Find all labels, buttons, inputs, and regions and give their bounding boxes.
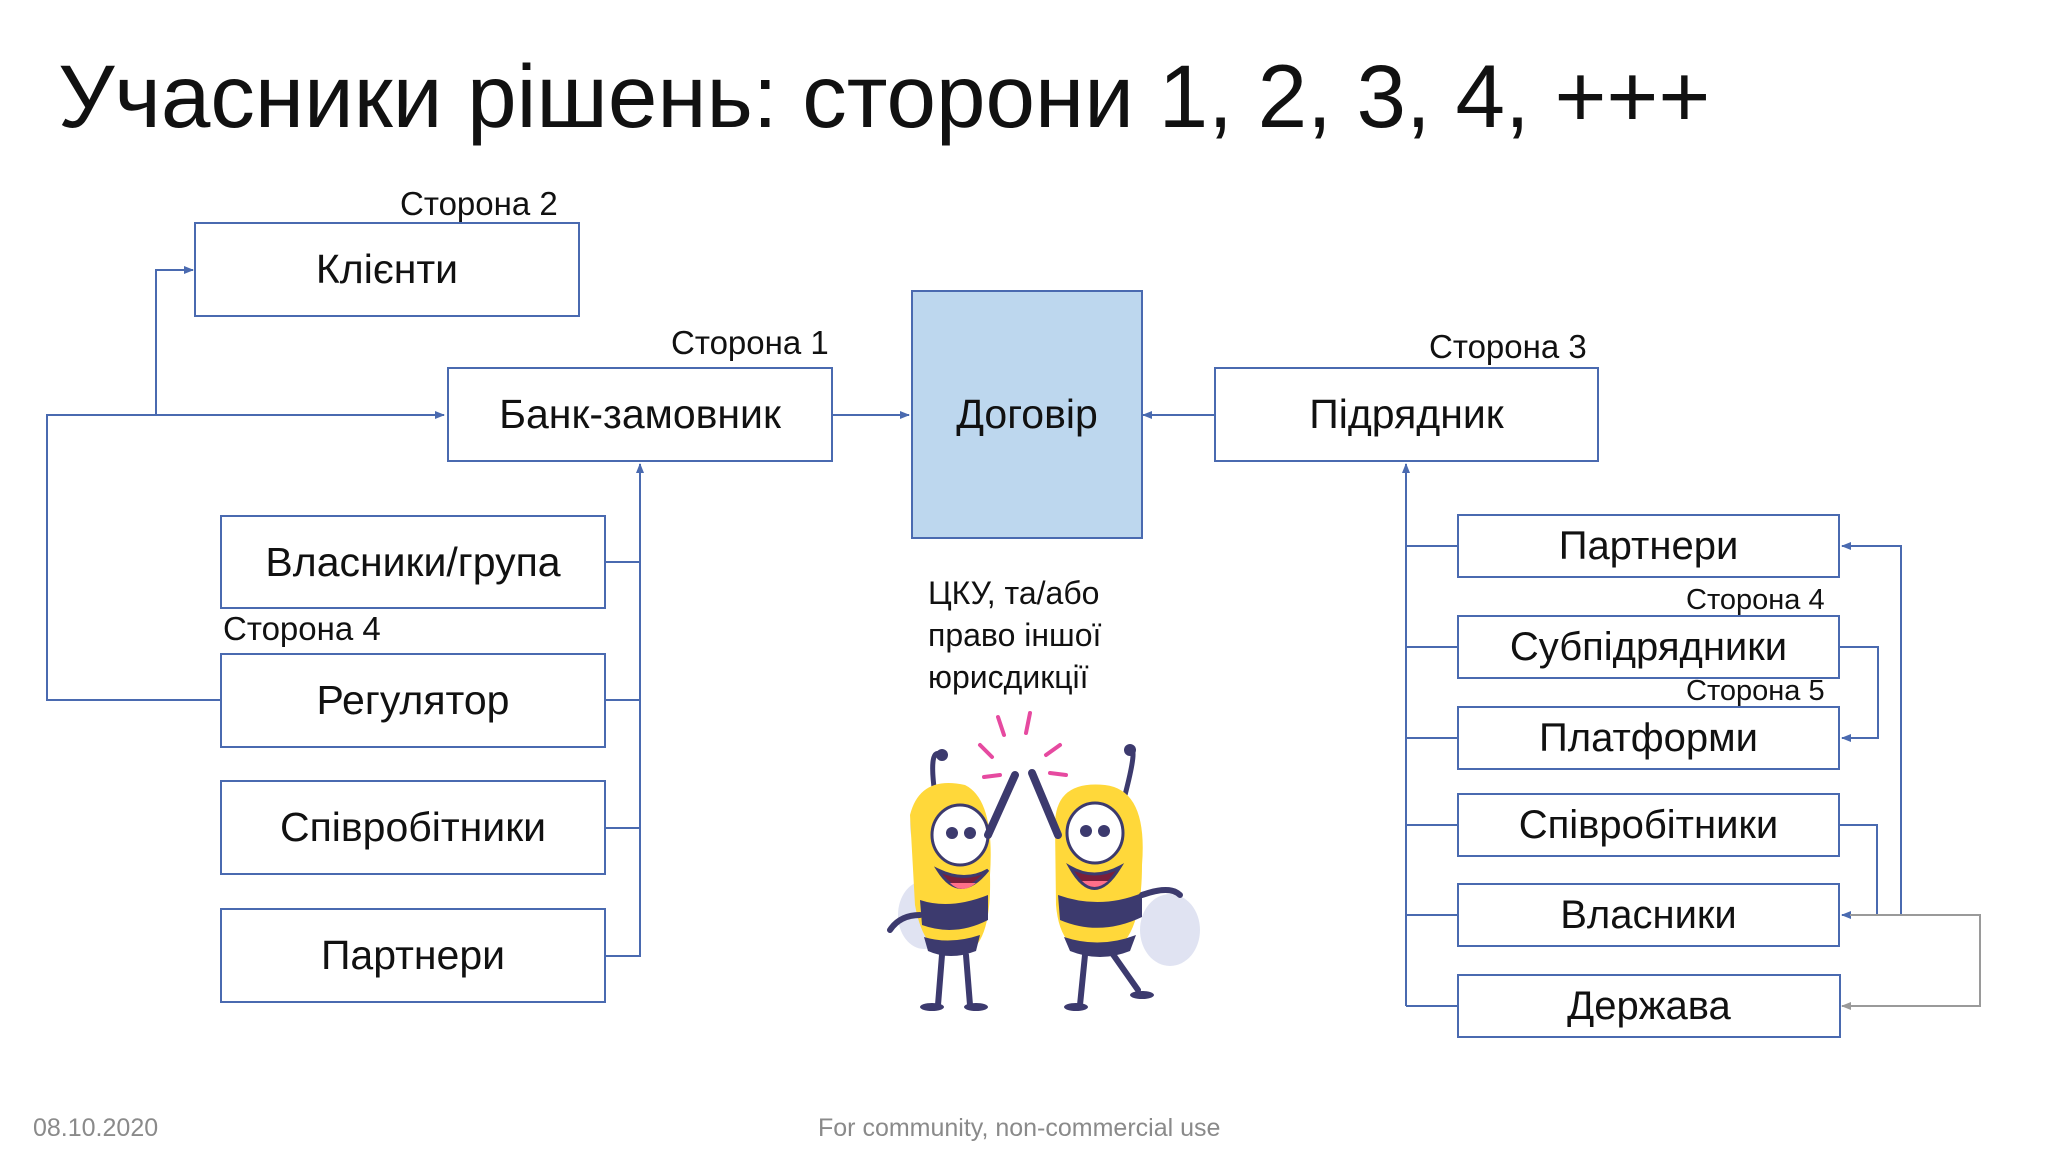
right-partners-box: Партнери <box>1457 514 1840 578</box>
regulator-to-bank-line <box>46 411 445 701</box>
law-note: ЦКУ, та/або право іншої юрисдикції <box>928 575 1102 695</box>
employees-to-owners-line <box>1839 824 1878 919</box>
left-employees-text: Співробітники <box>279 804 547 850</box>
owners-group-box: Власники/група <box>220 515 606 609</box>
clients-box: Клієнти <box>194 222 580 317</box>
owners-group-text: Власники/група <box>265 538 561 585</box>
state-text: Держава <box>1567 983 1731 1028</box>
subcontractors-party-label: Сторона 4 <box>1686 584 1825 616</box>
left-bee-icon <box>887 749 1019 1011</box>
contractor-box: Підрядник <box>1214 367 1599 462</box>
right-employees-text: Співробітники <box>1518 802 1779 847</box>
slide-date: 08.10.2020 <box>33 1114 159 1142</box>
slide-title: Учасники рішень: сторони 1, 2, 3, 4, +++ <box>58 46 1711 146</box>
regulator-text: Регулятор <box>316 677 510 723</box>
right-partners-text: Партнери <box>1558 523 1739 568</box>
subcontractors-to-platforms-line <box>1839 646 1879 742</box>
regulator-box: Регулятор <box>220 653 606 748</box>
sparkle-icon <box>978 711 1068 779</box>
platforms-text: Платформи <box>1538 715 1759 760</box>
left-employees-box: Співробітники <box>220 780 606 875</box>
contract-text: Договір <box>956 391 1098 437</box>
right-employees-box: Співробітники <box>1457 793 1840 857</box>
contract-box: Договір <box>911 290 1143 539</box>
clients-text: Клієнти <box>315 246 459 292</box>
slide-footer-note: For community, non-commercial use <box>818 1114 1221 1142</box>
left-partners-text: Партнери <box>320 932 506 978</box>
subcontractors-box: Субпідрядники <box>1457 615 1840 679</box>
bees-high-five-illustration <box>887 711 1200 1011</box>
right-bee-icon <box>1028 744 1200 1011</box>
state-box: Держава <box>1457 974 1841 1038</box>
clients-party-label: Сторона 2 <box>400 185 558 222</box>
subcontractors-text: Субпідрядники <box>1509 624 1788 669</box>
owners-to-state-line <box>1841 914 1981 1010</box>
owners-to-partners-line <box>1841 542 1902 916</box>
platforms-box: Платформи <box>1457 706 1840 770</box>
bank-customer-text: Банк-замовник <box>499 391 781 437</box>
branch-to-clients-line <box>155 266 194 415</box>
right-owners-box: Власники <box>1457 883 1840 947</box>
bank-customer-box: Банк-замовник <box>447 367 833 462</box>
regulator-party-label: Сторона 4 <box>223 610 381 647</box>
right-owners-text: Власники <box>1560 892 1737 937</box>
contractor-text: Підрядник <box>1309 391 1504 437</box>
platforms-party-label: Сторона 5 <box>1686 675 1825 707</box>
contractor-party-label: Сторона 3 <box>1429 328 1587 365</box>
left-partners-box: Партнери <box>220 908 606 1003</box>
bank-party-label: Сторона 1 <box>671 324 829 361</box>
